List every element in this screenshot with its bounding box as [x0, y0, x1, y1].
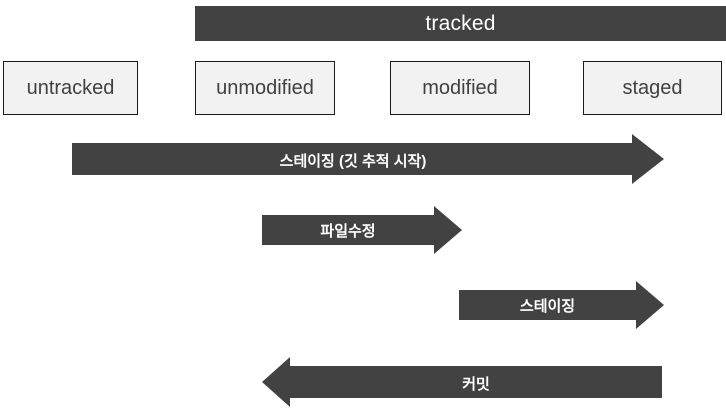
right-arrow-icon — [262, 206, 462, 254]
state-box-staged-label: staged — [622, 76, 683, 99]
state-box-unmodified-label: unmodified — [216, 76, 314, 99]
transition-arrow-file-modify[interactable]: 파일수정 — [262, 206, 462, 254]
state-box-untracked[interactable]: untracked — [3, 61, 138, 115]
transition-arrow-commit[interactable]: 커밋 — [262, 357, 662, 407]
state-box-modified-label: modified — [422, 76, 498, 99]
right-arrow-icon — [459, 281, 664, 329]
left-arrow-icon — [262, 357, 662, 407]
state-box-modified[interactable]: modified — [390, 61, 530, 115]
right-arrow-icon — [72, 134, 664, 184]
tracked-band: tracked — [195, 6, 726, 41]
transition-arrow-staging-start-tracking[interactable]: 스테이징 (깃 추적 시작) — [72, 134, 664, 184]
state-box-untracked-label: untracked — [26, 76, 115, 99]
transition-arrow-staging[interactable]: 스테이징 — [459, 281, 664, 329]
state-box-staged[interactable]: staged — [583, 61, 722, 115]
tracked-band-label: tracked — [425, 11, 496, 35]
state-box-unmodified[interactable]: unmodified — [195, 61, 335, 115]
